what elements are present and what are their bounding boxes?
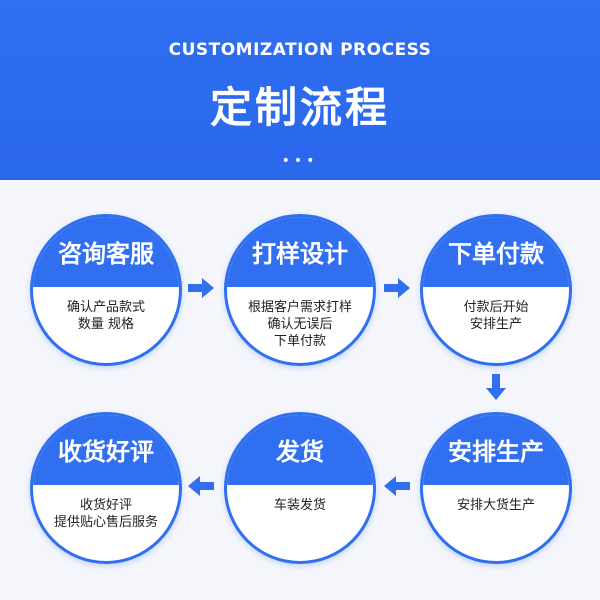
step-line: 收货好评 [79, 498, 132, 513]
step-line: 下单付款 [273, 334, 326, 349]
step-title: 收货好评 [33, 415, 179, 485]
step-order-payment: 下单付款 付款后开始 安排生产 [420, 214, 572, 366]
step-description: 车装发货 [235, 497, 365, 514]
step-line: 付款后开始 [463, 300, 529, 315]
step-line: 安排生产 [469, 317, 522, 332]
step-title: 下单付款 [423, 217, 569, 287]
arrow-right-icon [382, 276, 412, 300]
header-banner: CUSTOMIZATION PROCESS 定制流程 ••• [0, 0, 600, 180]
step-consult: 咨询客服 确认产品款式 数量 规格 [30, 214, 182, 366]
step-description: 确认产品款式 数量 规格 [41, 299, 171, 333]
arrow-right-icon [186, 276, 216, 300]
step-line: 根据客户需求打样 [247, 300, 352, 315]
step-description: 收货好评 提供贴心售后服务 [41, 497, 171, 531]
step-title: 安排生产 [423, 415, 569, 485]
step-title: 发货 [227, 415, 373, 485]
step-description: 付款后开始 安排生产 [431, 299, 561, 333]
step-receive-review: 收货好评 收货好评 提供贴心售后服务 [30, 412, 182, 564]
step-line: 提供贴心售后服务 [53, 515, 158, 530]
step-line: 数量 规格 [77, 317, 135, 332]
header-title: 定制流程 [209, 83, 390, 132]
header-subtitle: CUSTOMIZATION PROCESS [168, 40, 432, 60]
step-sample-design: 打样设计 根据客户需求打样 确认无误后 下单付款 [224, 214, 376, 366]
step-arrange-production: 安排生产 安排大货生产 [420, 412, 572, 564]
step-line: 确认无误后 [267, 317, 333, 332]
step-description: 安排大货生产 [431, 497, 561, 514]
header-dots: ••• [281, 153, 319, 169]
step-title: 打样设计 [227, 217, 373, 287]
step-line: 确认产品款式 [66, 300, 145, 315]
arrow-left-icon [382, 474, 412, 498]
step-shipping: 发货 车装发货 [224, 412, 376, 564]
step-description: 根据客户需求打样 确认无误后 下单付款 [235, 299, 365, 350]
process-area: 咨询客服 确认产品款式 数量 规格 打样设计 根据客户需求打样 确认无误后 下单… [0, 180, 600, 600]
step-line: 车装发货 [273, 498, 326, 513]
arrow-down-icon [484, 372, 508, 402]
step-line: 安排大货生产 [456, 498, 535, 513]
arrow-left-icon [186, 474, 216, 498]
step-title: 咨询客服 [33, 217, 179, 287]
